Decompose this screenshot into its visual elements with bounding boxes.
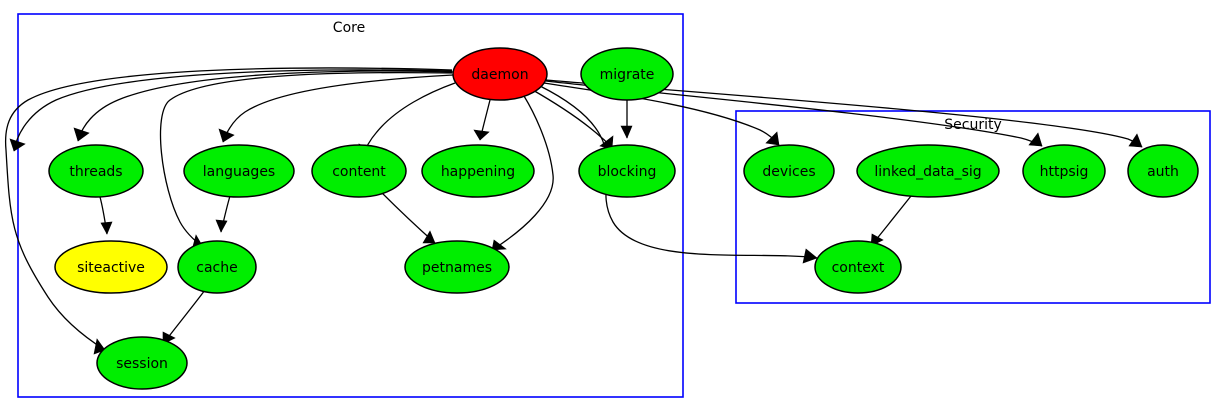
node-shape-httpsig[interactable] <box>1022 144 1106 198</box>
edge-arrowhead-icon <box>802 248 818 264</box>
edge-line <box>539 85 818 259</box>
node-shape-threads[interactable] <box>48 144 144 198</box>
edge-daemon-to-context <box>539 85 818 264</box>
edge-arrowhead-icon <box>215 219 228 233</box>
cluster-cluster_core: Core <box>17 13 684 398</box>
edge-daemon-to-devices <box>543 82 780 146</box>
node-blocking[interactable]: blocking <box>578 144 676 198</box>
node-shape-linked_data_sig[interactable] <box>856 144 1000 198</box>
edge-daemon-to-petnames <box>491 95 554 251</box>
node-daemon[interactable]: daemon <box>452 47 548 101</box>
node-languages[interactable]: languages <box>183 144 295 198</box>
node-label-happening: happening <box>441 164 515 180</box>
node-label-languages: languages <box>203 164 275 180</box>
node-shape-migrate[interactable] <box>580 47 674 101</box>
node-label-content: content <box>332 164 386 180</box>
node-label-migrate: migrate <box>600 67 655 83</box>
node-shape-petnames[interactable] <box>404 240 510 294</box>
cluster-border-cluster_core <box>17 13 684 398</box>
node-happening[interactable]: happening <box>421 144 535 198</box>
node-context[interactable]: context <box>814 240 902 294</box>
node-siteactive[interactable]: siteactive <box>54 240 168 294</box>
edge-languages-to-cache <box>215 195 231 233</box>
node-session[interactable]: session <box>96 336 188 390</box>
edge-arrowhead-icon <box>1128 133 1143 148</box>
cluster-cluster_security: Security <box>735 110 1211 304</box>
node-cache[interactable]: cache <box>177 240 257 294</box>
node-label-blocking: blocking <box>598 164 657 180</box>
edge-line <box>530 88 613 150</box>
edge-threads-to-siteactive <box>99 196 113 235</box>
node-label-context: context <box>832 260 885 276</box>
node-shape-cache[interactable] <box>177 240 257 294</box>
edge-daemon-to-languages <box>218 74 454 143</box>
node-label-session: session <box>116 356 168 372</box>
edge-line <box>13 69 453 152</box>
node-auth[interactable]: auth <box>1127 144 1199 198</box>
edge-line <box>491 95 554 251</box>
cluster-label-cluster_security: Security <box>944 117 1002 133</box>
edge-arrowhead-icon <box>620 125 633 139</box>
nodes-layer: daemon migrate threads languages content happ… <box>48 47 1199 390</box>
node-content[interactable]: content <box>311 144 407 198</box>
node-shape-languages[interactable] <box>183 144 295 198</box>
edge-linked_data_sig-to-context <box>870 195 912 247</box>
node-migrate[interactable]: migrate <box>580 47 674 101</box>
edge-arrowhead-icon <box>73 127 90 142</box>
edge-daemon-to-blocking <box>530 88 614 150</box>
node-label-httpsig: httpsig <box>1040 164 1089 180</box>
node-label-threads: threads <box>69 164 122 180</box>
node-linked_data_sig[interactable]: linked_data_sig <box>856 144 1000 198</box>
edge-arrowhead-icon <box>1028 132 1043 147</box>
node-shape-session[interactable] <box>96 336 188 390</box>
edge-daemon-to-session <box>4 67 453 355</box>
node-shape-siteactive[interactable] <box>54 240 168 294</box>
edge-line <box>543 82 780 146</box>
node-shape-devices[interactable] <box>743 144 835 198</box>
node-devices[interactable]: devices <box>743 144 835 198</box>
node-label-devices: devices <box>762 164 815 180</box>
edge-cache-to-session <box>162 289 206 345</box>
edge-arrowhead-icon <box>491 239 507 251</box>
edge-arrowhead-icon <box>422 230 436 244</box>
cluster-label-cluster_core: Core <box>333 20 365 36</box>
node-label-daemon: daemon <box>471 67 528 83</box>
cluster-border-cluster_security <box>735 110 1211 304</box>
node-label-auth: auth <box>1147 164 1179 180</box>
edge-content-to-petnames <box>380 191 436 244</box>
edge-arrowhead-icon <box>765 131 780 146</box>
edge-migrate-to-blocking <box>620 100 633 139</box>
node-shape-auth[interactable] <box>1127 144 1199 198</box>
node-shape-context[interactable] <box>814 240 902 294</box>
edge-line <box>159 71 453 248</box>
node-label-petnames: petnames <box>422 260 492 276</box>
node-petnames[interactable]: petnames <box>404 240 510 294</box>
node-label-linked_data_sig: linked_data_sig <box>874 164 981 180</box>
edge-arrowhead-icon <box>9 138 26 152</box>
edge-arrowhead-icon <box>100 221 113 235</box>
node-httpsig[interactable]: httpsig <box>1022 144 1106 198</box>
edge-daemon-to-happening <box>473 99 491 141</box>
node-label-cache: cache <box>196 260 237 276</box>
edge-line <box>222 74 454 143</box>
node-label-siteactive: siteactive <box>77 260 145 276</box>
edge-line <box>380 191 436 244</box>
edge-line <box>4 67 453 351</box>
node-shape-content[interactable] <box>311 144 407 198</box>
edge-arrowhead-icon <box>473 129 490 141</box>
edge-line <box>77 70 454 142</box>
edge-daemon-to-threads <box>73 70 454 142</box>
edge-daemon-to-siteactive <box>9 69 453 152</box>
node-threads[interactable]: threads <box>48 144 144 198</box>
node-shape-happening[interactable] <box>421 144 535 198</box>
node-shape-blocking[interactable] <box>578 144 676 198</box>
node-shape-daemon[interactable] <box>452 47 548 101</box>
edge-arrowhead-icon <box>218 128 235 143</box>
